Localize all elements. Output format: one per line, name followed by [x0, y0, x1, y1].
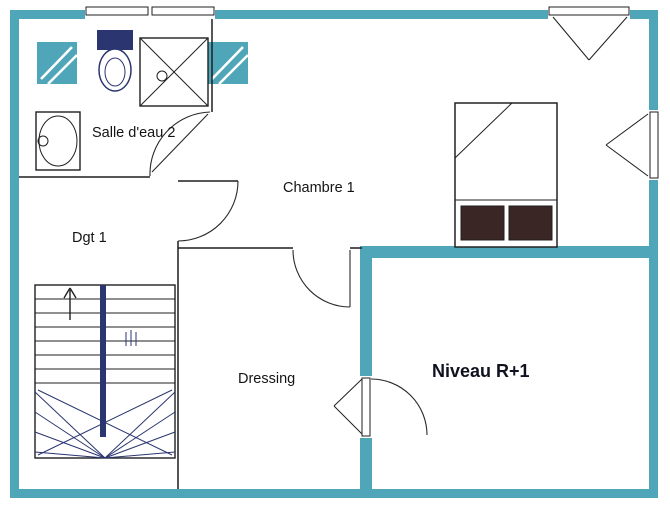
wall-pier-right: [208, 42, 249, 85]
window-bedroom-top: [548, 6, 630, 61]
toilet: [97, 30, 133, 92]
pillow-left: [460, 205, 505, 241]
wall-left: [10, 10, 19, 498]
stairs-direction-arrow-icon: [63, 287, 77, 320]
window-bathroom-top: [85, 6, 215, 16]
door-swing-arc: [149, 111, 211, 177]
level-label: Niveau R+1: [432, 361, 530, 381]
wall-bottom: [10, 489, 658, 498]
stair-stringer: [100, 285, 106, 437]
door-swing-arc: [177, 180, 239, 242]
door-bathroom: [149, 111, 211, 177]
wall-pier-left: [37, 42, 78, 85]
door-chambre-dressing: [292, 249, 351, 308]
pillow-right: [508, 205, 553, 241]
washbasin: [35, 111, 81, 171]
door-dgt1: [177, 180, 239, 242]
stair-winders: [34, 330, 176, 459]
wall-top: [10, 10, 658, 19]
shower-tray: [139, 37, 209, 107]
door-swing-arc: [292, 249, 351, 308]
double-bed: [454, 102, 558, 248]
room-label-chambre-1: Chambre 1: [283, 180, 355, 196]
room-label-salle-deau-2: Salle d'eau 2: [92, 125, 175, 141]
staircase: [34, 284, 176, 459]
interior-wall-chambre-south: [360, 246, 658, 258]
window-dressing-right: [333, 377, 428, 437]
partition-walls: [19, 19, 362, 489]
door-swing-arc: [370, 378, 428, 436]
window-bedroom-right: [605, 111, 659, 179]
room-label-dgt-1: Dgt 1: [72, 230, 107, 246]
interior-wall-dressing-east: [360, 246, 372, 498]
room-label-dressing: Dressing: [238, 371, 295, 387]
